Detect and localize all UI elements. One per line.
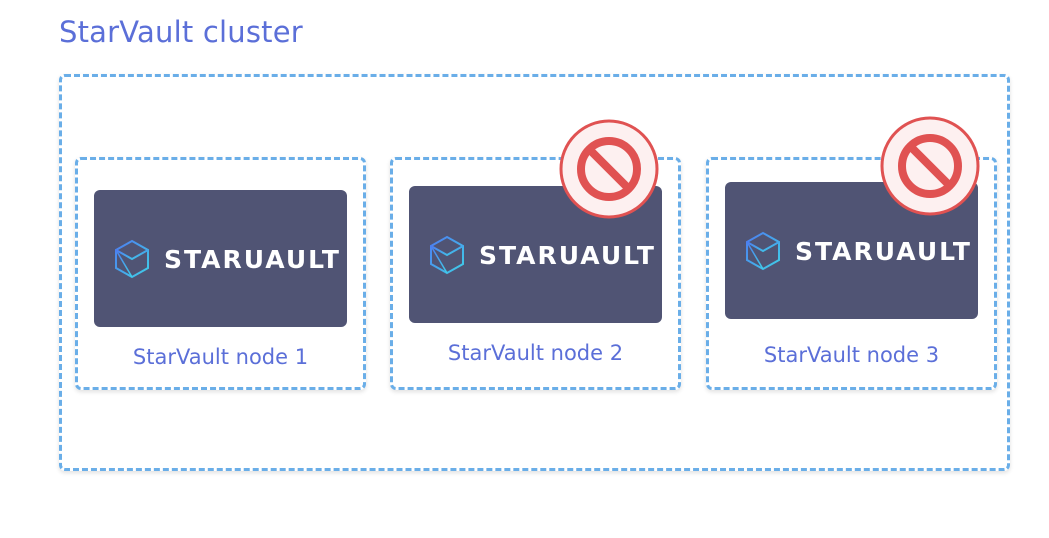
node-card-1[interactable]: STARUAULT StarVault node 1	[75, 157, 366, 390]
no-entry-icon	[880, 116, 980, 216]
node-logo-1: STARUAULT	[94, 190, 347, 327]
logo-wordmark: STARUAULT	[479, 241, 656, 270]
no-entry-icon	[559, 119, 659, 219]
starvault-cube-icon	[115, 239, 149, 279]
node-card-3[interactable]: STARUAULT StarVault node 3	[706, 157, 997, 390]
logo-wordmark: STARUAULT	[795, 237, 972, 266]
node-logo-2: STARUAULT	[409, 186, 662, 323]
logo-wordmark: STARUAULT	[164, 245, 341, 274]
node-label-2: StarVault node 2	[447, 341, 624, 365]
starvault-cube-icon	[430, 235, 464, 275]
node-label-3: StarVault node 3	[763, 343, 940, 367]
cluster-container	[59, 74, 1010, 471]
starvault-cube-icon	[746, 231, 780, 271]
cluster-title: StarVault cluster	[59, 15, 303, 49]
node-label-1: StarVault node 1	[132, 345, 309, 369]
